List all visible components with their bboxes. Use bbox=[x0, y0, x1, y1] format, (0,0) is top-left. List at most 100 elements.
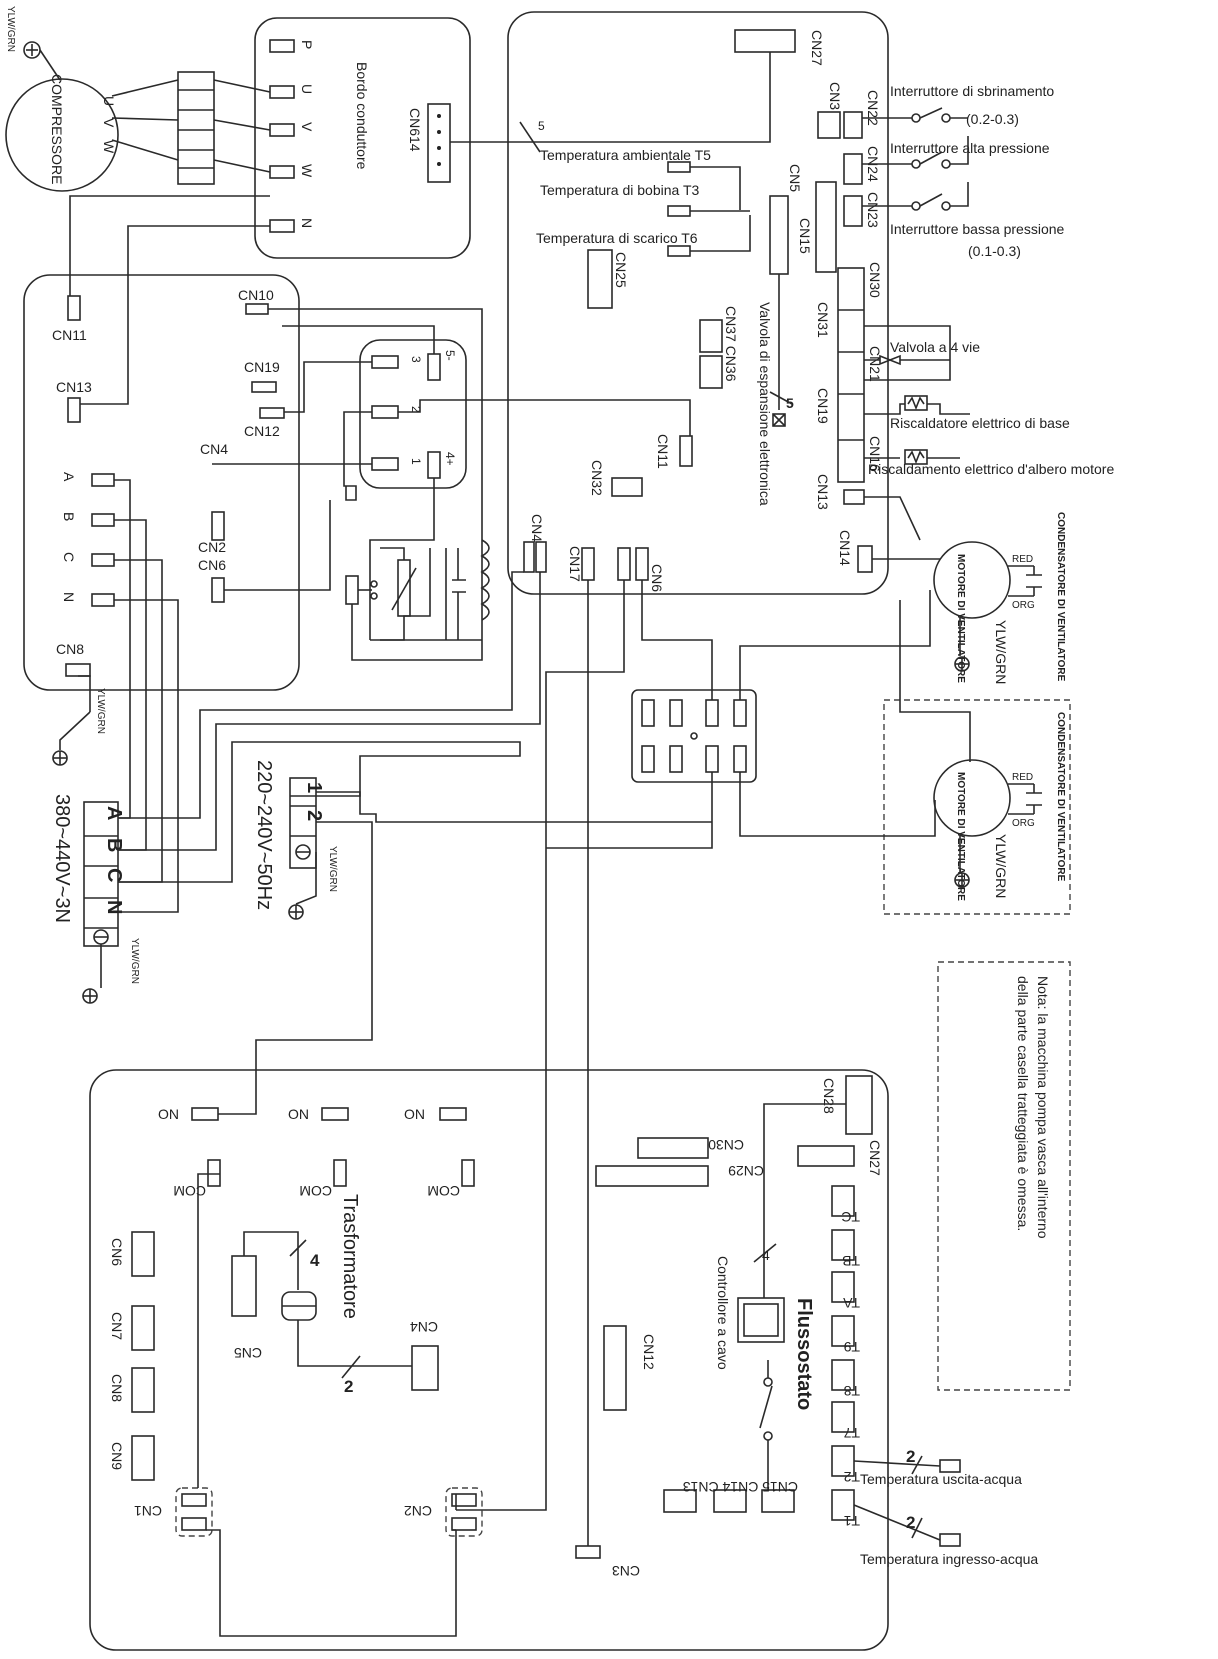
terminal-u: U bbox=[299, 84, 315, 94]
single-phase-label: 220~240V~50Hz bbox=[253, 760, 275, 910]
note-box: Nota: la macchina pompa vasca all'intern… bbox=[937, 961, 1071, 1391]
label-alta-pressione: Interruttore alta pressione bbox=[890, 140, 1050, 156]
label-cn11-main: CN11 bbox=[655, 434, 671, 469]
transformer-cn5-label: CN5 bbox=[234, 1345, 262, 1361]
compressor-phase-w: W bbox=[101, 140, 117, 154]
filter-board: CN10 CN11 CN13 CN19 CN12 CN4 CN2 CN6 CN8… bbox=[23, 274, 467, 691]
rect-pin-1: 1 bbox=[409, 458, 423, 465]
relay1-on-label: ON bbox=[158, 1106, 179, 1122]
ground-icon bbox=[954, 656, 970, 672]
relay2-on-label: ON bbox=[288, 1106, 309, 1122]
power-terminal-a: A bbox=[103, 806, 125, 820]
label-cn36: CN36 bbox=[723, 346, 739, 382]
label-cn614: CN614 bbox=[407, 108, 423, 152]
bordo-conduttore-title: Bordo conduttore bbox=[354, 62, 370, 170]
ground-icon bbox=[82, 988, 98, 1004]
label-cn15: CN15 bbox=[797, 218, 813, 254]
filter-terminal-n: N bbox=[61, 592, 77, 602]
transformer-cn4-label: CN4 bbox=[410, 1319, 438, 1335]
org-label-lower: ORG bbox=[1012, 818, 1035, 829]
ground-icon bbox=[295, 844, 311, 860]
relay2-com-label: COM bbox=[299, 1183, 332, 1199]
ground-icon bbox=[23, 41, 41, 59]
label-cn8-filter: CN8 bbox=[56, 641, 84, 657]
lower-cn2-label: CN2 bbox=[404, 1503, 432, 1519]
bordo-conduttore-board: Bordo conduttore P U V W N CN614 bbox=[254, 17, 471, 259]
terminal-p: P bbox=[299, 40, 315, 49]
lower-cn27-label: CN27 bbox=[867, 1140, 883, 1176]
label-cn27-main: CN27 bbox=[809, 30, 825, 66]
wire-count-5-top: 5 bbox=[538, 119, 545, 133]
note-line-1: Nota: la macchina pompa vasca all'intern… bbox=[1035, 976, 1051, 1239]
filter-ground-label: YLW/GRN bbox=[95, 688, 106, 734]
lower-cn3-label: CN3 bbox=[612, 1563, 640, 1579]
sensor-t2-label: T2 bbox=[843, 1469, 860, 1485]
valves-heaters: Valvola a 4 vie Riscaldatore elettrico d… bbox=[864, 325, 1114, 477]
transformer-4-label: 4 bbox=[310, 1251, 320, 1270]
label-riscaldatore-base: Riscaldatore elettrico di base bbox=[890, 415, 1070, 431]
sensor-ta-label: TA bbox=[842, 1295, 860, 1311]
label-cn25: CN25 bbox=[613, 252, 629, 288]
pool-pump-dashed-box bbox=[883, 699, 1071, 915]
sensor-t1-label: T1 bbox=[843, 1513, 860, 1529]
transformer-2-label: 2 bbox=[344, 1377, 353, 1396]
lower-cn30-label: CN30 bbox=[708, 1137, 744, 1153]
sensor-t8-label: T8 bbox=[843, 1383, 860, 1399]
label-cn21: CN21 bbox=[867, 346, 883, 382]
power-terminal-2: 2 bbox=[303, 810, 325, 821]
power-terminal-b: B bbox=[103, 838, 125, 852]
condensatore-upper-label: CONDENSATORE DI VENTILATORE bbox=[1055, 512, 1066, 682]
rect-pin-3: 3 bbox=[409, 356, 423, 363]
label-cn13-filter: CN13 bbox=[56, 379, 92, 395]
label-cn14-main: CN14 bbox=[837, 530, 853, 566]
trasformatore-label: Trasformatore bbox=[339, 1194, 361, 1319]
terminal-v: V bbox=[299, 122, 315, 132]
org-label-upper: ORG bbox=[1012, 600, 1035, 611]
main-control-board: CN27 5 CN3 CN22 CN24 CN23 Temperatura am… bbox=[450, 11, 889, 595]
ingresso-wire-2-label: 2 bbox=[906, 1513, 915, 1532]
lower-cn12-label: CN12 bbox=[641, 1334, 657, 1370]
compressor-circle bbox=[5, 78, 119, 192]
power-terminal-c: C bbox=[103, 868, 125, 882]
rect-pin-2: 2 bbox=[409, 406, 423, 413]
three-phase-power-terminal: A B C N 380~440V~3N YLW/GRN bbox=[51, 794, 140, 1004]
temp-uscita-label: Temperatura uscita-acqua bbox=[860, 1471, 1022, 1487]
red-label-upper: RED bbox=[1012, 554, 1033, 565]
single-phase-power-terminal: 1 2 220~240V~50Hz YLW/GRN bbox=[253, 760, 338, 920]
compressor-ground-label: YLW/GRN bbox=[5, 6, 16, 52]
label-valvola-espansione: Valvola di espansione elettronica bbox=[757, 302, 773, 506]
pressure-switches: Interruttore di sbrinamento (0.2-0.3) In… bbox=[862, 83, 1065, 259]
label-cn11-filter: CN11 bbox=[52, 327, 87, 343]
lower-cn8-label: CN8 bbox=[109, 1374, 125, 1402]
fan-motor-upper: MOTORE DI VENTILATORE RED ORG CONDENSATO… bbox=[864, 496, 1066, 684]
label-sbrinamento: Interruttore di sbrinamento bbox=[890, 83, 1054, 99]
label-cn12-filter: CN12 bbox=[244, 423, 280, 439]
sensor-t7-label: T7 bbox=[843, 1425, 860, 1441]
label-cn22: CN22 bbox=[865, 90, 881, 126]
relay1-com-label: COM bbox=[173, 1183, 206, 1199]
label-temp-t5: Temperatura ambientale T5 bbox=[540, 147, 711, 163]
label-cn6-filter: CN6 bbox=[198, 557, 226, 573]
condensatore-lower-label: CONDENSATORE DI VENTILATORE bbox=[1055, 712, 1066, 882]
ground-icon bbox=[93, 929, 109, 945]
water-temp-sensors: 2 Temperatura uscita-acqua 2 Temperatura… bbox=[853, 1447, 1038, 1567]
label-cn30-main: CN30 bbox=[867, 262, 883, 298]
three-phase-label: 380~440V~3N bbox=[51, 794, 73, 923]
uscita-wire-2-label: 2 bbox=[906, 1447, 915, 1466]
lower-cn6-label: CN6 bbox=[109, 1238, 125, 1266]
lower-cn28-label: CN28 bbox=[821, 1078, 837, 1114]
sensor-tb-label: TB bbox=[842, 1253, 860, 1269]
filter-terminal-c: C bbox=[61, 552, 77, 562]
label-cn3: CN3 bbox=[827, 82, 843, 110]
compressor: COMPRESSORE U V W YLW/GRN bbox=[5, 6, 119, 192]
label-cn2-filter: CN2 bbox=[198, 539, 226, 555]
fan-ground-upper-label: YLW/GRN bbox=[993, 620, 1009, 684]
label-cn19-filter: CN19 bbox=[244, 359, 280, 375]
label-cn16: CN16 bbox=[867, 436, 883, 472]
red-label-lower: RED bbox=[1012, 772, 1033, 783]
label-cn19-main: CN19 bbox=[815, 388, 831, 424]
filter-terminal-a: A bbox=[61, 472, 77, 482]
power-terminal-n: N bbox=[103, 900, 125, 914]
controllore-label: Controllore a cavo bbox=[715, 1256, 731, 1370]
